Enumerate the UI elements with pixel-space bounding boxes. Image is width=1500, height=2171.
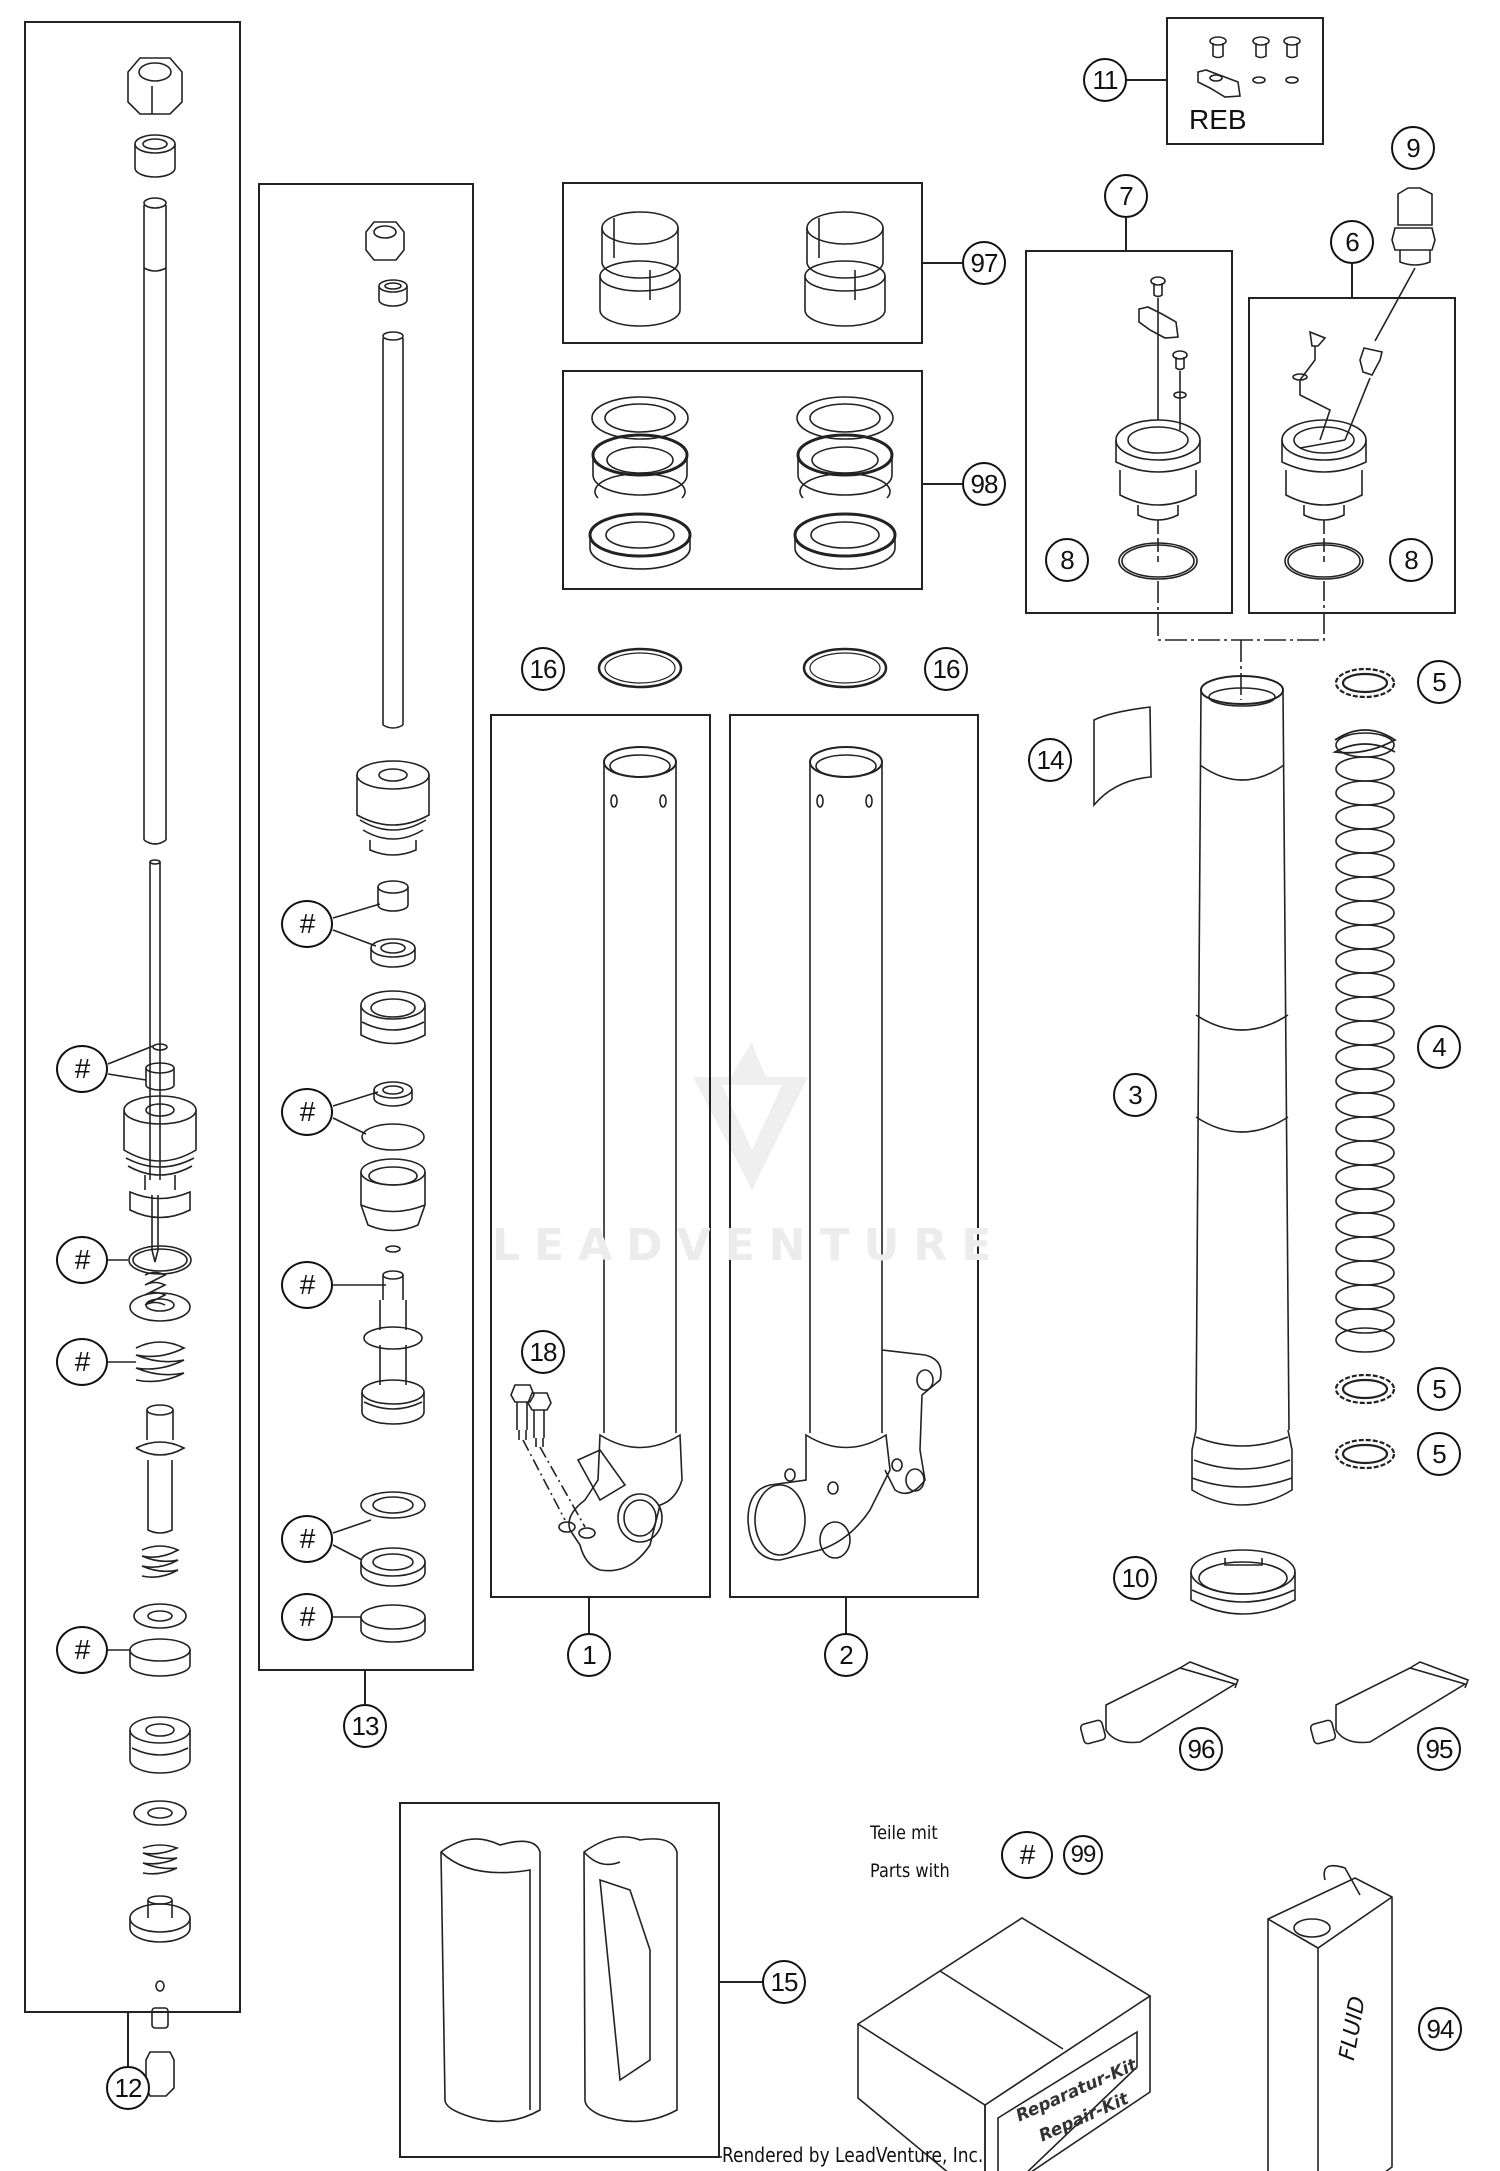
repair-kit-marker[interactable]: # xyxy=(56,1338,108,1386)
callout-14[interactable]: 14 xyxy=(1028,738,1072,782)
legend-line-2: Parts with xyxy=(870,1860,950,1882)
cartridge-right-group xyxy=(258,183,474,1704)
fork-protector-group xyxy=(399,1802,762,2158)
screw-cap-assembly-left-group xyxy=(1025,218,1325,700)
air-valve-part xyxy=(1374,187,1436,342)
repair-kit-marker[interactable]: # xyxy=(56,1626,108,1674)
callout-8-right[interactable]: 8 xyxy=(1389,538,1433,582)
fork-spring-part xyxy=(1332,729,1397,754)
callout-12[interactable]: 12 xyxy=(106,2066,150,2110)
callout-11[interactable]: 11 xyxy=(1083,58,1127,102)
callout-16-right[interactable]: 16 xyxy=(924,647,968,691)
callout-13[interactable]: 13 xyxy=(343,1704,387,1748)
callout-18[interactable]: 18 xyxy=(521,1330,565,1374)
bushing-kit-group xyxy=(562,182,962,344)
dust-seals xyxy=(597,647,888,689)
watermark-text: LEADVENTURE xyxy=(492,1220,1006,1271)
callout-8-left[interactable]: 8 xyxy=(1045,538,1089,582)
callout-97[interactable]: 97 xyxy=(962,241,1006,285)
callout-6[interactable]: 6 xyxy=(1330,220,1374,264)
inner-tube-part xyxy=(1191,675,1293,1506)
render-credit: Rendered by LeadVenture, Inc. xyxy=(722,2143,984,2167)
grease-tube-96 xyxy=(1079,1661,1240,1745)
screw-cap-assembly-right-group xyxy=(1248,264,1456,614)
legend-line-1: Teile mit xyxy=(870,1822,938,1844)
callout-3[interactable]: 3 xyxy=(1113,1073,1157,1117)
callout-98[interactable]: 98 xyxy=(962,462,1006,506)
callout-4[interactable]: 4 xyxy=(1417,1025,1461,1069)
callout-1[interactable]: 1 xyxy=(567,1633,611,1677)
callout-9[interactable]: 9 xyxy=(1391,126,1435,170)
callout-94[interactable]: 94 xyxy=(1418,2007,1462,2051)
callout-15[interactable]: 15 xyxy=(762,1960,806,2004)
legend-hash-marker[interactable]: # xyxy=(1001,1831,1053,1879)
legend-kit-callout-99[interactable]: 99 xyxy=(1063,1835,1103,1875)
spring-washers xyxy=(1334,667,1396,1470)
outer-tube-left-group xyxy=(490,714,711,1633)
outer-tube-right-group xyxy=(729,714,979,1633)
cartridge-left-group xyxy=(24,21,241,2097)
rebound-adjuster-kit-group xyxy=(1127,17,1324,145)
callout-5-middle[interactable]: 5 xyxy=(1417,1367,1461,1411)
repair-kit-marker[interactable]: # xyxy=(281,900,333,948)
callout-96[interactable]: 96 xyxy=(1179,1727,1223,1771)
grease-tube-95 xyxy=(1309,1661,1470,1745)
repair-kit-marker[interactable]: # xyxy=(281,1593,333,1641)
repair-kit-marker[interactable]: # xyxy=(56,1045,108,1093)
seal-kit-group xyxy=(562,370,962,590)
callout-16-left[interactable]: 16 xyxy=(521,647,565,691)
repair-kit-marker[interactable]: # xyxy=(281,1088,333,1136)
callout-95[interactable]: 95 xyxy=(1417,1727,1461,1771)
repair-kit-box-part xyxy=(856,1917,1152,2171)
callout-5-top[interactable]: 5 xyxy=(1417,660,1461,704)
fluid-can-part xyxy=(1267,1864,1393,2171)
callout-5-bottom[interactable]: 5 xyxy=(1417,1432,1461,1476)
callout-7[interactable]: 7 xyxy=(1104,174,1148,218)
reb-label: REB xyxy=(1189,104,1247,135)
callout-2[interactable]: 2 xyxy=(824,1633,868,1677)
repair-kit-marker[interactable]: # xyxy=(56,1236,108,1284)
sticker-part xyxy=(1093,706,1152,808)
callout-10[interactable]: 10 xyxy=(1113,1556,1157,1600)
repair-kit-marker[interactable]: # xyxy=(281,1515,333,1563)
protection-ring-part xyxy=(1190,1549,1296,1615)
repair-kit-marker[interactable]: # xyxy=(281,1261,333,1309)
